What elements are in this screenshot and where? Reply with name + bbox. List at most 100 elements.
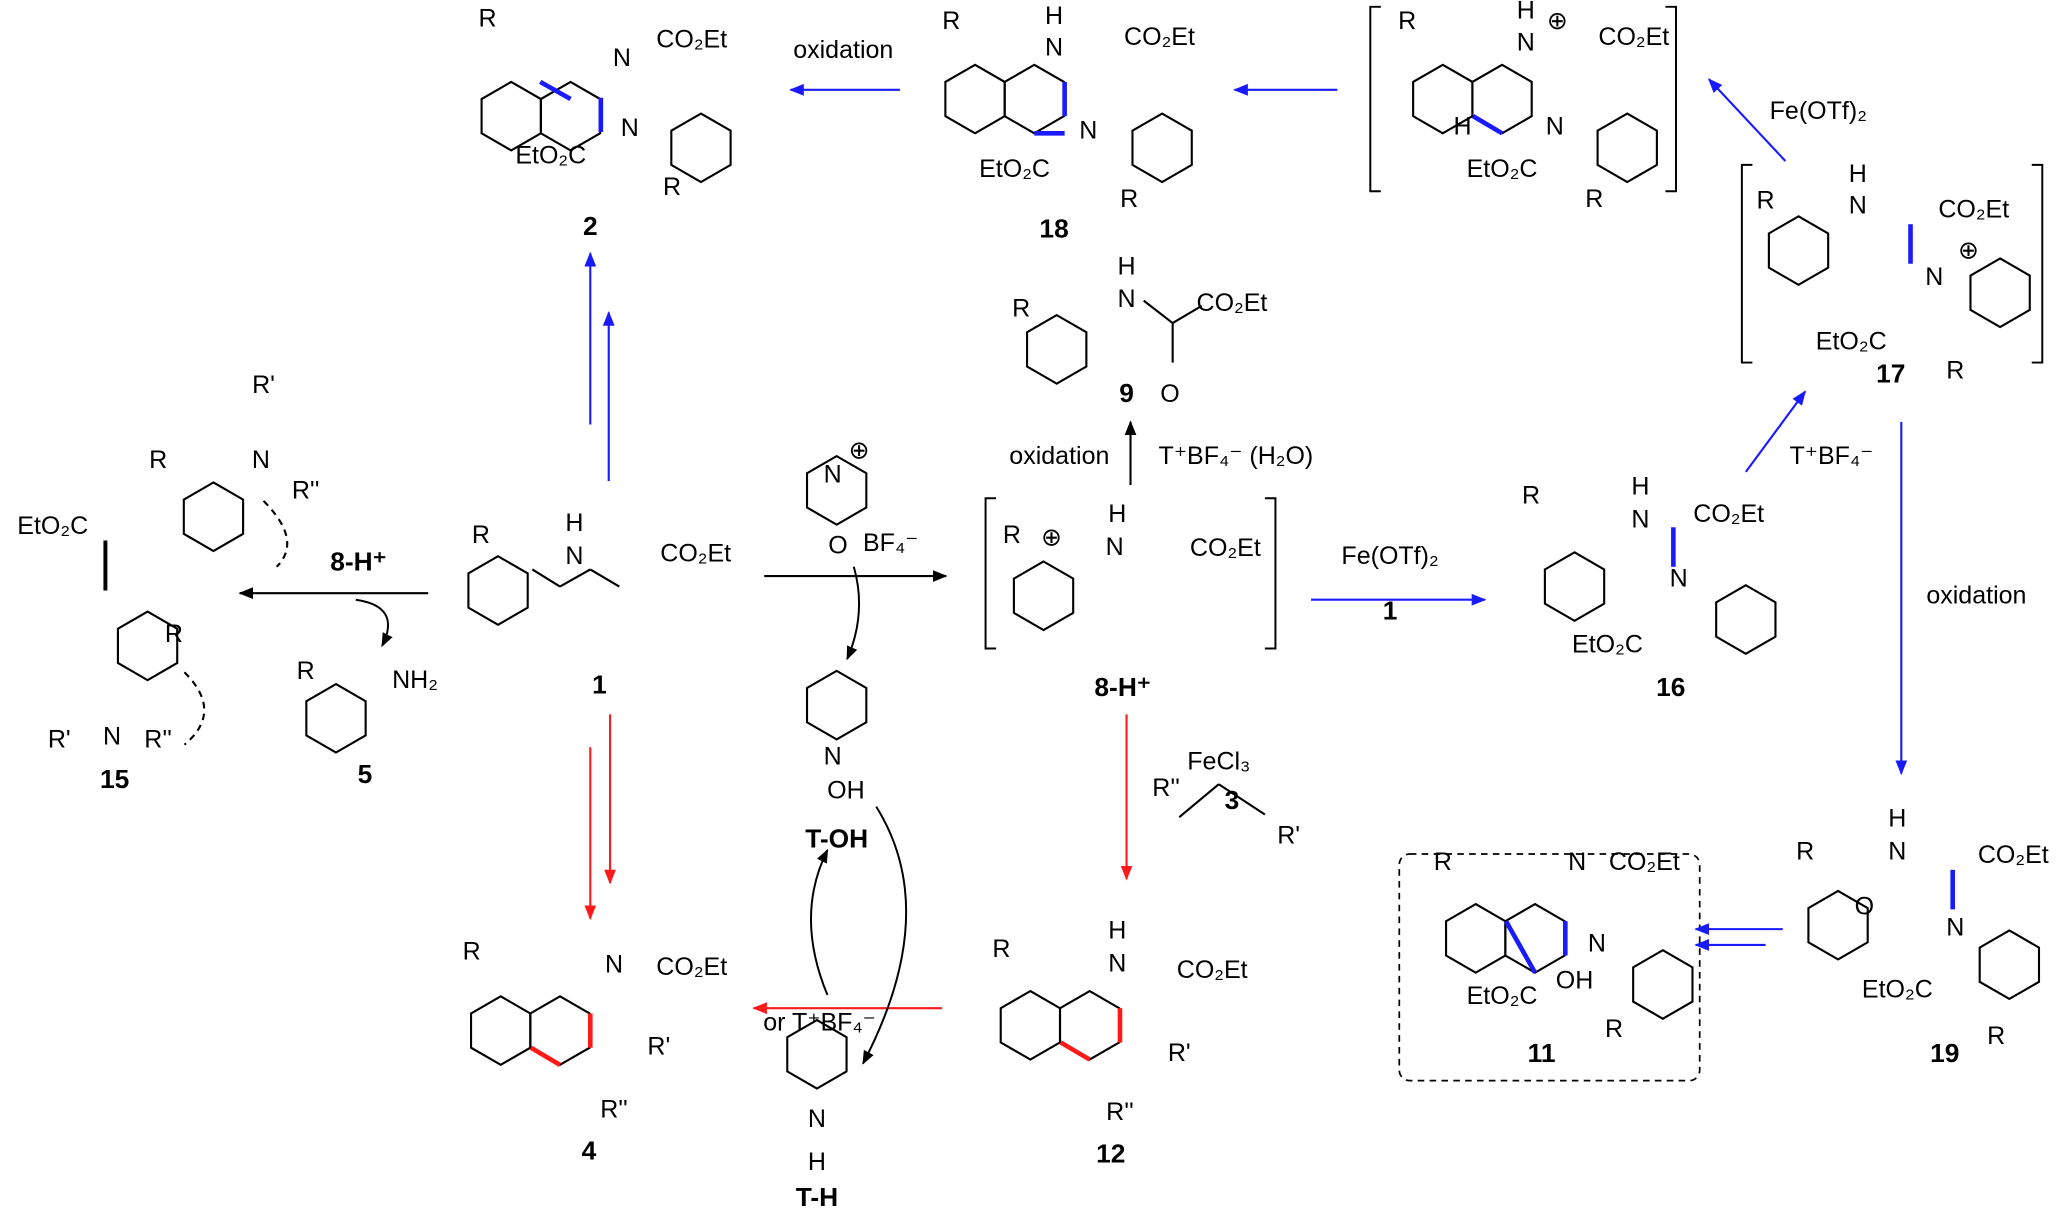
atom-label-c18: CO₂Et xyxy=(1124,23,1195,51)
atom-label-c18: R xyxy=(1120,185,1138,213)
atom-label-c2: N xyxy=(621,114,639,142)
atom-label-c11: OH xyxy=(1556,966,1594,994)
ring-compound-15 xyxy=(182,481,245,553)
atom-label-c17: H xyxy=(1849,160,1867,188)
atom-label-c11: EtO₂C xyxy=(1467,982,1538,1010)
atom-label-c3: R' xyxy=(1277,821,1300,849)
atom-label-c9: CO₂Et xyxy=(1197,289,1268,317)
compound-number-c1: 1 xyxy=(592,669,607,699)
atom-label-c17: N xyxy=(1849,192,1867,220)
compound-number-c16: 16 xyxy=(1656,672,1685,702)
atom-label-c18: R xyxy=(942,7,960,35)
bond xyxy=(589,568,620,588)
atom-label-c8H: ⊕ xyxy=(1041,524,1062,552)
bracket-compound-8h xyxy=(984,497,1277,650)
atom-label-c19: O xyxy=(1855,893,1874,921)
ring-t-oh xyxy=(805,669,868,741)
atom-label-c15: R' xyxy=(252,371,275,399)
atom-label-tempo: ⊕ xyxy=(849,437,870,465)
atom-label-c8H: R xyxy=(1003,521,1021,549)
ring-compound-12 xyxy=(999,989,1062,1061)
atom-label-c12: R' xyxy=(1168,1039,1191,1067)
compound-number-tH: T-H xyxy=(796,1182,838,1210)
bracket-compound-17 xyxy=(1740,163,2044,364)
ring-compound-19 xyxy=(1807,889,1869,961)
reagent-t_bf4_right: T⁺BF₄⁻ xyxy=(1790,442,1874,470)
curved-arrow-to-5 xyxy=(355,598,393,648)
reagent-fecl3: FeCl₃ xyxy=(1187,748,1250,776)
atom-label-c18: N xyxy=(1045,34,1063,62)
ring-compound-9 xyxy=(1026,313,1088,385)
atom-label-c1: CO₂Et xyxy=(660,540,731,568)
atom-label-c15: N xyxy=(103,723,121,751)
atom-label-c4: R'' xyxy=(600,1096,628,1124)
curved-arrow-to-toh xyxy=(810,848,829,996)
atom-label-tempo: N xyxy=(824,460,842,488)
atom-label-c4: R xyxy=(463,937,481,965)
ring-fusion-dashed xyxy=(183,671,206,746)
atom-label-c19: N xyxy=(1946,914,1964,942)
reagent-amine_1: 1 xyxy=(1383,595,1398,625)
atom-label-c15: EtO₂C xyxy=(17,512,88,540)
molecular-structures xyxy=(103,5,2044,1090)
arrow-17-to-intermediate xyxy=(1707,78,1787,162)
atom-label-c12: R'' xyxy=(1106,1098,1134,1126)
atom-label-c9: O xyxy=(1160,380,1179,408)
highlight-box-compound-11 xyxy=(1398,853,1701,1082)
reagent-mid_oxidation: oxidation xyxy=(1009,442,1109,470)
bond xyxy=(529,1045,562,1067)
atom-label-c11: N xyxy=(1588,930,1606,958)
compound-number-c2: 2 xyxy=(583,211,598,241)
ring-compound-19 xyxy=(1978,929,2041,1001)
atom-label-c11: R xyxy=(1434,848,1452,876)
ring-compound-5 xyxy=(305,682,367,754)
atom-label-int_top: N xyxy=(1517,28,1535,56)
atom-label-c18: H xyxy=(1045,2,1063,30)
atom-label-c15: R'' xyxy=(292,476,320,504)
atom-label-tOH: N xyxy=(824,742,842,770)
atom-label-c15: R'' xyxy=(144,725,172,753)
atom-label-c11: N xyxy=(1568,848,1586,876)
reagent-acid_8H: 8-H⁺ xyxy=(330,547,386,577)
atom-label-int_top: R xyxy=(1585,185,1603,213)
atom-label-c17: N xyxy=(1925,263,1943,291)
ring-compound-2 xyxy=(480,80,542,152)
atom-label-c18: N xyxy=(1079,117,1097,145)
atom-label-c16: N xyxy=(1670,565,1688,593)
atom-label-c17: CO₂Et xyxy=(1938,196,2009,224)
atom-label-c15: R' xyxy=(48,725,71,753)
atom-label-c19: R xyxy=(1796,837,1814,865)
bond xyxy=(1143,299,1174,324)
ring-compound-18 xyxy=(1003,63,1066,135)
compound-number-c17: 17 xyxy=(1876,358,1905,388)
atom-label-c1: R xyxy=(472,521,490,549)
atom-label-c12: N xyxy=(1108,949,1126,977)
ring-compound-17 xyxy=(1767,215,1830,287)
atom-label-c3: R'' xyxy=(1152,774,1180,802)
atom-label-c2: R xyxy=(663,173,681,201)
atom-label-c17: ⊕ xyxy=(1958,236,1979,264)
atom-label-c19: CO₂Et xyxy=(1978,841,2049,869)
ring-compound-18 xyxy=(944,63,1006,135)
bond xyxy=(559,568,591,588)
atom-label-c12: H xyxy=(1108,916,1126,944)
ring-compound-17 xyxy=(1969,257,2031,329)
atom-label-c2: EtO₂C xyxy=(515,142,586,170)
reagent-tempo_bf4: BF₄⁻ xyxy=(863,529,918,557)
atom-label-c4: CO₂Et xyxy=(656,953,727,981)
atom-label-c8H: N xyxy=(1106,533,1124,561)
atom-label-c18: EtO₂C xyxy=(979,155,1050,183)
atom-label-int_top: R xyxy=(1398,7,1416,35)
atom-label-c1: H xyxy=(565,509,583,537)
reagent-fe_otf_top: Fe(OTf)₂ xyxy=(1770,97,1867,125)
ring-compound-2 xyxy=(539,80,602,152)
reagent-top_oxidation: oxidation xyxy=(793,36,893,64)
atom-label-int_top: H xyxy=(1517,0,1535,25)
atom-label-c12: CO₂Et xyxy=(1177,956,1248,984)
atom-label-c19: EtO₂C xyxy=(1862,976,1933,1004)
compound-number-c9: 9 xyxy=(1119,378,1134,408)
atom-label-c16: CO₂Et xyxy=(1693,500,1764,528)
compound-number-c15: 15 xyxy=(100,764,129,794)
bond xyxy=(1178,783,1220,818)
